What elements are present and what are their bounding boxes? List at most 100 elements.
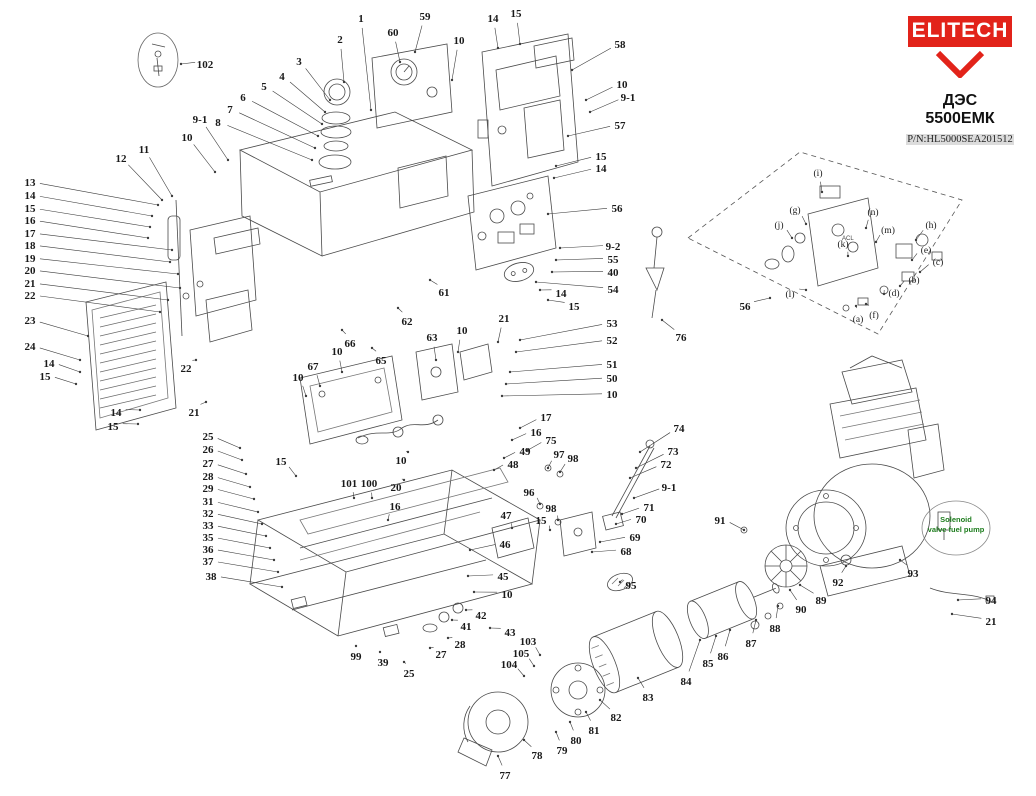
leader-dot bbox=[398, 60, 402, 64]
callout-48: 48 bbox=[508, 459, 520, 471]
leader-dot bbox=[556, 518, 560, 522]
callout-104: 104 bbox=[501, 659, 518, 671]
leader-dot bbox=[176, 272, 180, 276]
leader-dot bbox=[166, 298, 170, 302]
callout-15: 15 bbox=[596, 151, 608, 163]
callout-(n): (n) bbox=[867, 207, 878, 218]
leader-line bbox=[340, 48, 345, 83]
leader-line bbox=[451, 49, 458, 81]
callout-91: 91 bbox=[715, 515, 726, 527]
leader-dot bbox=[450, 78, 454, 82]
callout-84: 84 bbox=[681, 676, 693, 688]
leader-dot bbox=[310, 158, 314, 162]
callout-101: 101 bbox=[341, 478, 358, 490]
leader-line bbox=[559, 463, 566, 473]
callout-20: 20 bbox=[25, 265, 37, 277]
leader-line bbox=[493, 464, 504, 471]
cooling-fan bbox=[764, 544, 808, 588]
callout-10: 10 bbox=[332, 346, 344, 358]
callout-87: 87 bbox=[746, 638, 758, 650]
callout-layer: 102123456789-110111213141516171819202122… bbox=[25, 8, 998, 782]
leader-line bbox=[457, 339, 461, 353]
leader-line bbox=[501, 393, 603, 397]
leader-dot bbox=[316, 134, 320, 138]
leader-line bbox=[517, 668, 525, 677]
bracket-63 bbox=[415, 343, 493, 401]
leader-dot bbox=[864, 226, 868, 230]
gauge-panel bbox=[371, 43, 453, 129]
leader-dot bbox=[514, 350, 518, 354]
callout-57: 57 bbox=[615, 120, 627, 132]
callout-105: 105 bbox=[513, 648, 530, 660]
callout-73: 73 bbox=[668, 446, 680, 458]
callout-5: 5 bbox=[261, 81, 267, 93]
callout-18: 18 bbox=[25, 240, 37, 252]
leader-line bbox=[799, 584, 814, 594]
leader-dot bbox=[728, 628, 732, 632]
leader-line bbox=[469, 544, 496, 551]
leader-line bbox=[951, 613, 982, 619]
callout-38: 38 bbox=[206, 571, 218, 583]
mounting-plate bbox=[299, 355, 403, 445]
leader-line bbox=[180, 62, 196, 65]
callout-(j): (j) bbox=[775, 220, 784, 231]
leader-dot bbox=[496, 46, 500, 50]
callout-98: 98 bbox=[568, 453, 580, 465]
callout-93: 93 bbox=[908, 568, 920, 580]
leader-dot bbox=[248, 485, 252, 489]
callout-69: 69 bbox=[630, 532, 642, 544]
leader-line bbox=[688, 639, 701, 672]
callout-28: 28 bbox=[203, 471, 215, 483]
leader-line bbox=[710, 635, 717, 654]
leader-dot bbox=[492, 468, 496, 472]
louvered-side-panel bbox=[85, 281, 177, 431]
callout-15: 15 bbox=[108, 421, 120, 433]
leader-line bbox=[729, 522, 745, 531]
leader-dot bbox=[78, 358, 82, 362]
leader-dot bbox=[240, 458, 244, 462]
leader-dot bbox=[518, 42, 522, 46]
callout-52: 52 bbox=[607, 335, 619, 347]
callout-15: 15 bbox=[536, 515, 548, 527]
leader-line bbox=[775, 605, 779, 619]
leader-dot bbox=[434, 358, 438, 362]
callout-47: 47 bbox=[501, 510, 513, 522]
leader-line bbox=[54, 376, 77, 385]
leader-dot bbox=[820, 190, 824, 194]
rear-panel bbox=[477, 33, 579, 187]
leader-dot bbox=[956, 598, 960, 602]
callout-26: 26 bbox=[203, 444, 215, 456]
callout-82: 82 bbox=[611, 712, 623, 724]
leader-line bbox=[633, 488, 660, 499]
leader-dot bbox=[386, 518, 390, 522]
leader-dot bbox=[550, 270, 554, 274]
leader-dot bbox=[256, 510, 260, 514]
leader-line bbox=[535, 281, 604, 288]
callout-9-1: 9-1 bbox=[662, 482, 677, 494]
leader-line bbox=[149, 157, 173, 197]
callout-(k): (k) bbox=[837, 239, 848, 250]
leader-line bbox=[661, 319, 675, 330]
callout-4: 4 bbox=[279, 71, 285, 83]
leader-line bbox=[339, 360, 343, 373]
leader-dot bbox=[370, 496, 374, 500]
leader-line bbox=[272, 90, 323, 125]
callout-24: 24 bbox=[25, 341, 37, 353]
leader-dot bbox=[776, 604, 780, 608]
leader-dot bbox=[340, 370, 344, 374]
leader-dot bbox=[369, 108, 373, 112]
leader-dot bbox=[566, 134, 570, 138]
leader-line bbox=[305, 68, 331, 101]
leader-dot bbox=[584, 710, 588, 714]
leader-dot bbox=[518, 426, 522, 430]
leader-line bbox=[511, 433, 527, 441]
callout-17: 17 bbox=[541, 412, 553, 424]
callout-8: 8 bbox=[215, 117, 221, 129]
fastener-detail-circle bbox=[137, 32, 179, 88]
leader-line bbox=[553, 168, 592, 179]
callout-12: 12 bbox=[116, 153, 128, 165]
leader-dot bbox=[244, 472, 248, 476]
leader-dot bbox=[170, 248, 174, 252]
callout-13: 13 bbox=[25, 177, 37, 189]
leader-line bbox=[957, 598, 982, 601]
